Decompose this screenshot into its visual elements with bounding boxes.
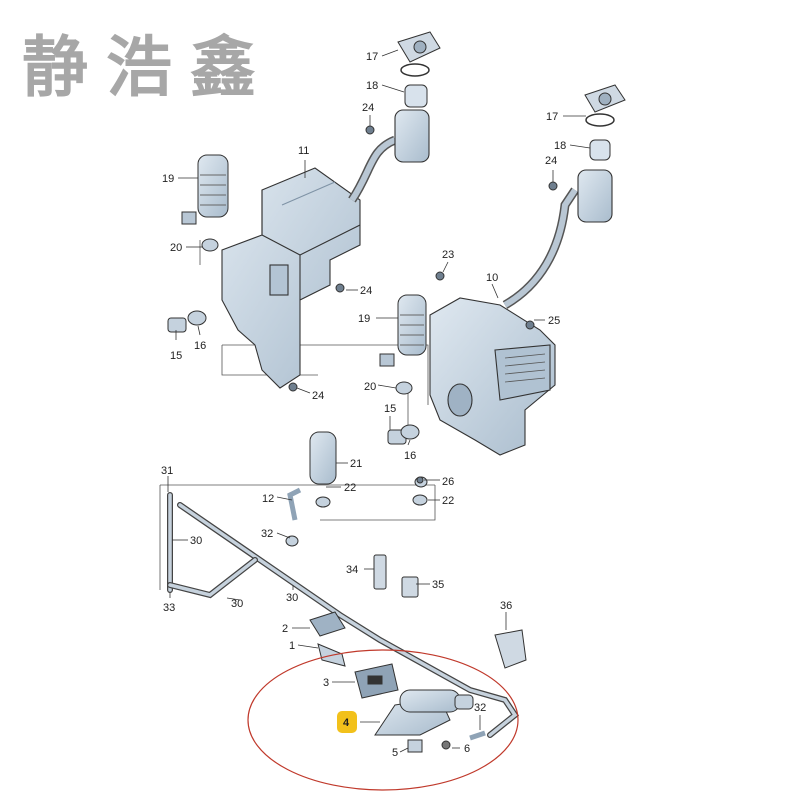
callout-36: 36 [500, 600, 512, 612]
callout-19: 19 [358, 313, 370, 325]
callout-34: 34 [346, 564, 358, 576]
callout-32: 32 [261, 528, 273, 540]
callout-24: 24 [360, 285, 372, 297]
filler-hose-right [502, 84, 626, 309]
leader-lines [167, 49, 591, 753]
filler-hose-left [348, 31, 441, 203]
callout-24: 24 [362, 102, 374, 114]
level-sender-right [387, 424, 420, 445]
callout-labels: 17 18 24 11 19 20 15 16 24 24 17 18 24 2… [161, 51, 566, 759]
callout-17: 17 [366, 51, 378, 63]
watermark: 静浩鑫 [22, 28, 274, 106]
callout-30: 30 [286, 592, 298, 604]
hoses [167, 492, 520, 738]
callout-15: 15 [170, 350, 182, 362]
callout-31: 31 [161, 465, 173, 477]
pump-left [181, 154, 229, 252]
callout-1: 1 [289, 640, 295, 652]
callout-15: 15 [384, 403, 396, 415]
callout-12: 12 [262, 493, 274, 505]
pump-right [379, 294, 427, 395]
callout-2: 2 [282, 623, 288, 635]
callout-24: 24 [545, 155, 557, 167]
callout-22: 22 [442, 495, 454, 507]
callout-32: 32 [474, 702, 486, 714]
callout-4: 4 [343, 717, 350, 729]
callout-26: 26 [442, 476, 454, 488]
callout-35: 35 [432, 579, 444, 591]
callout-21: 21 [350, 458, 362, 470]
hose-clips [373, 554, 419, 598]
pump-headlamp [287, 431, 337, 521]
highlight-circle [247, 649, 519, 791]
callout-18: 18 [366, 80, 378, 92]
callout-30: 30 [231, 598, 243, 610]
fasteners [288, 125, 558, 484]
level-sender-left [167, 310, 207, 333]
callout-20: 20 [364, 381, 376, 393]
callout-24: 24 [312, 390, 324, 402]
callout-23: 23 [442, 249, 454, 261]
callout-25: 25 [548, 315, 560, 327]
callout-22: 22 [344, 482, 356, 494]
guide-lines [159, 240, 436, 590]
reservoir-right [429, 297, 556, 456]
nozzle-assembly [309, 611, 486, 753]
reservoir-left [221, 167, 361, 389]
grommets [285, 476, 428, 547]
callout-30: 30 [190, 535, 202, 547]
callout-6: 6 [464, 743, 470, 755]
callout-19: 19 [162, 173, 174, 185]
callout-18: 18 [554, 140, 566, 152]
callout-17: 17 [546, 111, 558, 123]
callout-3: 3 [323, 677, 329, 689]
highlight-badge [337, 711, 357, 733]
callout-5: 5 [392, 747, 398, 759]
callout-11: 11 [298, 145, 309, 157]
callout-16: 16 [194, 340, 206, 352]
bracket-36 [494, 629, 527, 669]
callout-16: 16 [404, 450, 416, 462]
callout-10: 10 [486, 272, 498, 284]
callout-33: 33 [163, 602, 175, 614]
callout-20: 20 [170, 242, 182, 254]
